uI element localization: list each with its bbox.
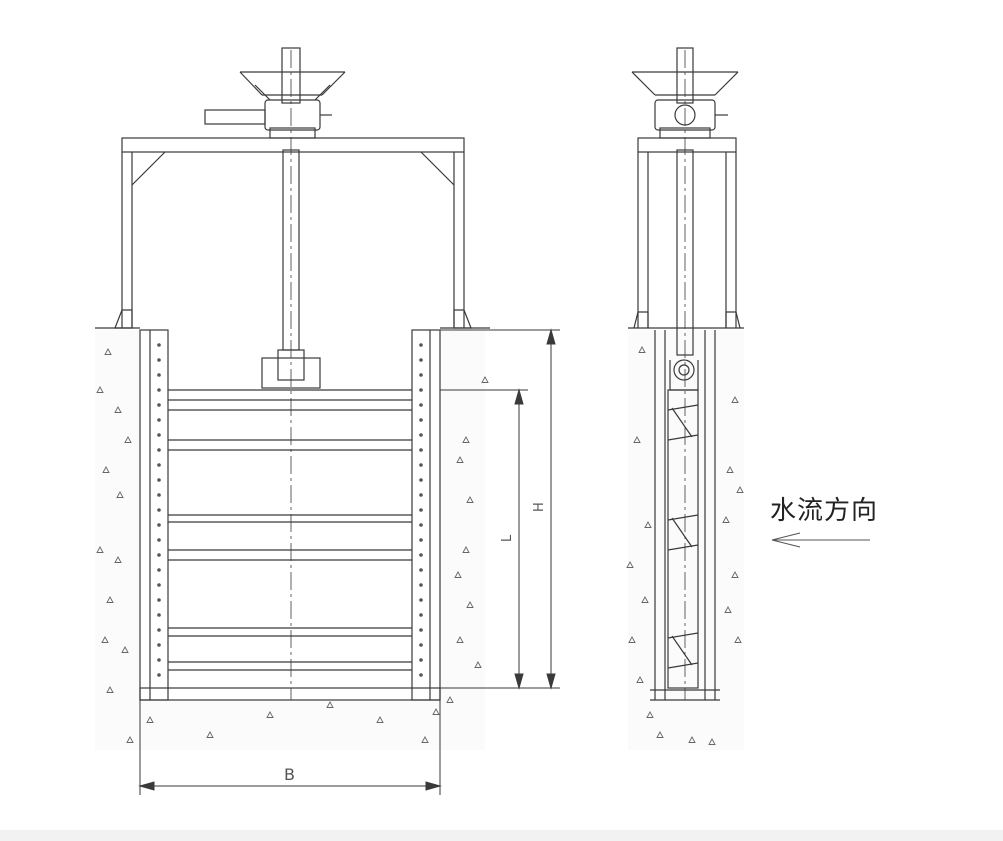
gate-leaf-section (667, 389, 699, 689)
front-concrete (95, 330, 489, 750)
handwheel-front (239, 71, 346, 101)
dimension-b (138, 700, 442, 795)
dimension-label-b: B (284, 765, 295, 784)
dimension-h (440, 328, 560, 690)
front-view (95, 47, 560, 795)
gate-leaf (168, 389, 412, 671)
bottom-strip (0, 830, 1003, 841)
dimension-l (440, 388, 528, 690)
dimension-label-h: H (532, 502, 547, 512)
dimension-label-l: L (500, 534, 515, 542)
rail-bolts (157, 343, 423, 677)
flow-direction-arrow (771, 532, 870, 548)
side-view (626, 47, 744, 750)
flow-direction-label: 水流方向 (770, 496, 879, 526)
